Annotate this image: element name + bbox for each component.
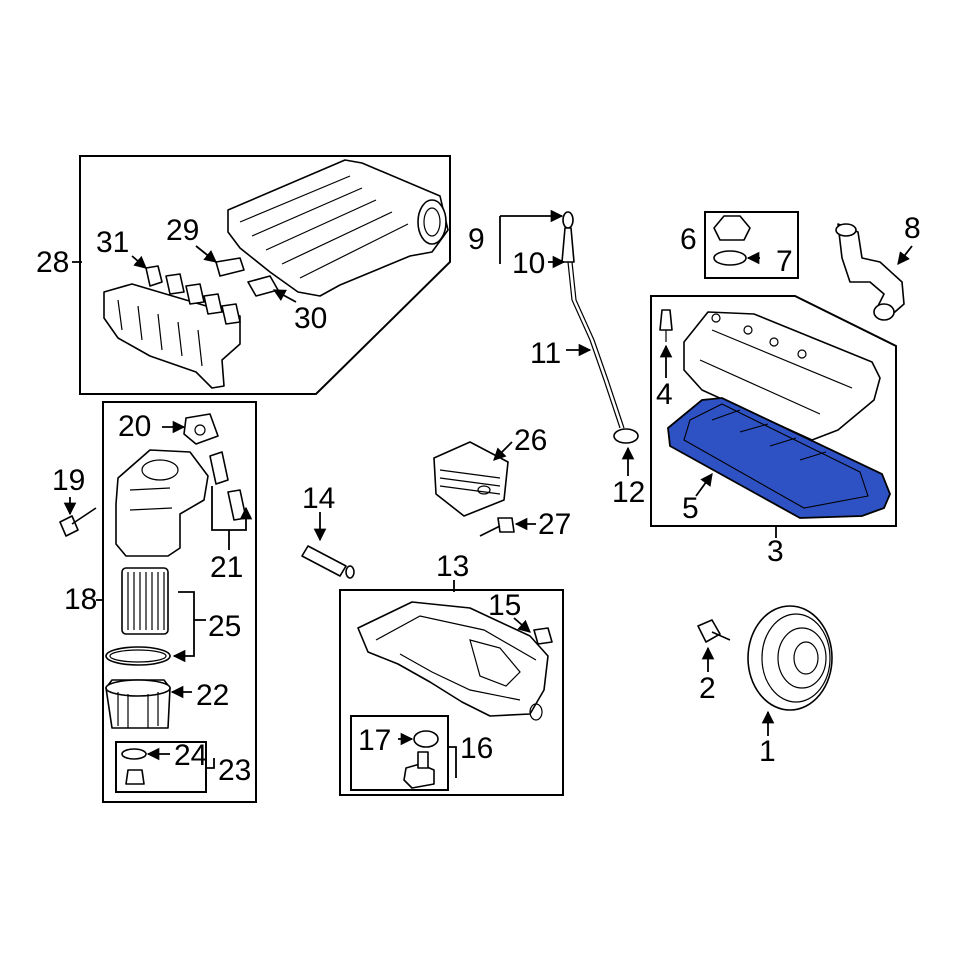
pipe-14-part[interactable]: [301, 545, 355, 579]
callout-18: 18: [64, 583, 97, 616]
drain-plug-group-box: [350, 715, 449, 791]
callout-15: 15: [488, 589, 521, 622]
callout-30: 30: [294, 302, 327, 335]
callout-7: 7: [776, 245, 793, 278]
oil-cooler-part[interactable]: [433, 441, 509, 517]
pulley-bolt-part[interactable]: [697, 619, 731, 643]
oil-cap-group-box: [704, 211, 799, 279]
callout-2: 2: [699, 672, 716, 705]
drain-plug-seal-part[interactable]: [413, 730, 439, 748]
drain-plug-sub-box: [115, 741, 207, 793]
bolt-27-part[interactable]: [479, 517, 515, 537]
intake-manifold-part[interactable]: [227, 159, 449, 297]
drain-plug-part[interactable]: [403, 751, 435, 789]
oil-filter-group-box: [102, 401, 257, 803]
cap-seal-part[interactable]: [713, 250, 747, 266]
oil-filter-housing-part[interactable]: [115, 449, 209, 557]
bolt-19-part[interactable]: [59, 507, 97, 537]
dipstick-part[interactable]: [561, 211, 625, 429]
oil-filter-oring-part[interactable]: [105, 646, 171, 666]
callout-22: 22: [196, 679, 229, 712]
valve-cover-gasket-part[interactable]: [667, 397, 891, 519]
callout-24: 24: [174, 739, 207, 772]
crankshaft-pulley-part[interactable]: [747, 605, 833, 711]
gasket-29-part[interactable]: [215, 257, 245, 277]
seal-24-part[interactable]: [121, 748, 147, 760]
callout-27: 27: [538, 508, 571, 541]
bolt-15-part[interactable]: [529, 627, 553, 721]
intake-manifold-group-box: [79, 155, 451, 395]
callout-9: 9: [468, 223, 485, 256]
gasket-20-part[interactable]: [183, 413, 219, 445]
oil-pan-group-box: [339, 589, 564, 796]
callout-11: 11: [530, 337, 561, 370]
intake-gaskets-part[interactable]: [145, 265, 241, 325]
seal-21a-part[interactable]: [209, 451, 229, 485]
oil-filter-cap-part[interactable]: [105, 679, 171, 729]
callout-13: 13: [436, 550, 469, 583]
valve-cover-part[interactable]: [683, 311, 881, 441]
callout-26: 26: [514, 424, 547, 457]
dipstick-tube-oring-part[interactable]: [613, 428, 639, 444]
callout-4: 4: [656, 378, 673, 411]
callout-16: 16: [460, 732, 493, 765]
callout-17: 17: [358, 724, 391, 757]
oil-filler-cap-part[interactable]: [713, 215, 751, 241]
callout-23: 23: [218, 754, 251, 787]
callout-6: 6: [680, 223, 697, 256]
callout-31: 31: [96, 226, 129, 259]
callout-1: 1: [759, 735, 776, 768]
plug-23-part[interactable]: [125, 769, 145, 785]
seal-21b-part[interactable]: [227, 489, 247, 521]
gasket-30-part[interactable]: [247, 275, 279, 297]
callout-20: 20: [118, 410, 151, 443]
callout-12: 12: [612, 476, 645, 509]
callout-8: 8: [904, 212, 921, 245]
sensor-4-part[interactable]: [659, 309, 673, 342]
breather-hose-part[interactable]: [835, 223, 905, 321]
callout-29: 29: [166, 214, 199, 247]
callout-25: 25: [208, 610, 241, 643]
oil-filter-element-part[interactable]: [121, 567, 169, 635]
callout-14: 14: [302, 482, 335, 515]
callout-3: 3: [767, 535, 784, 568]
callout-19: 19: [52, 464, 85, 497]
callout-28: 28: [36, 246, 69, 279]
callout-5: 5: [682, 492, 699, 525]
callout-21: 21: [210, 551, 243, 584]
callout-10: 10: [512, 247, 545, 280]
highlighted-gasket: [667, 397, 891, 519]
valve-cover-group-box: [650, 295, 897, 527]
